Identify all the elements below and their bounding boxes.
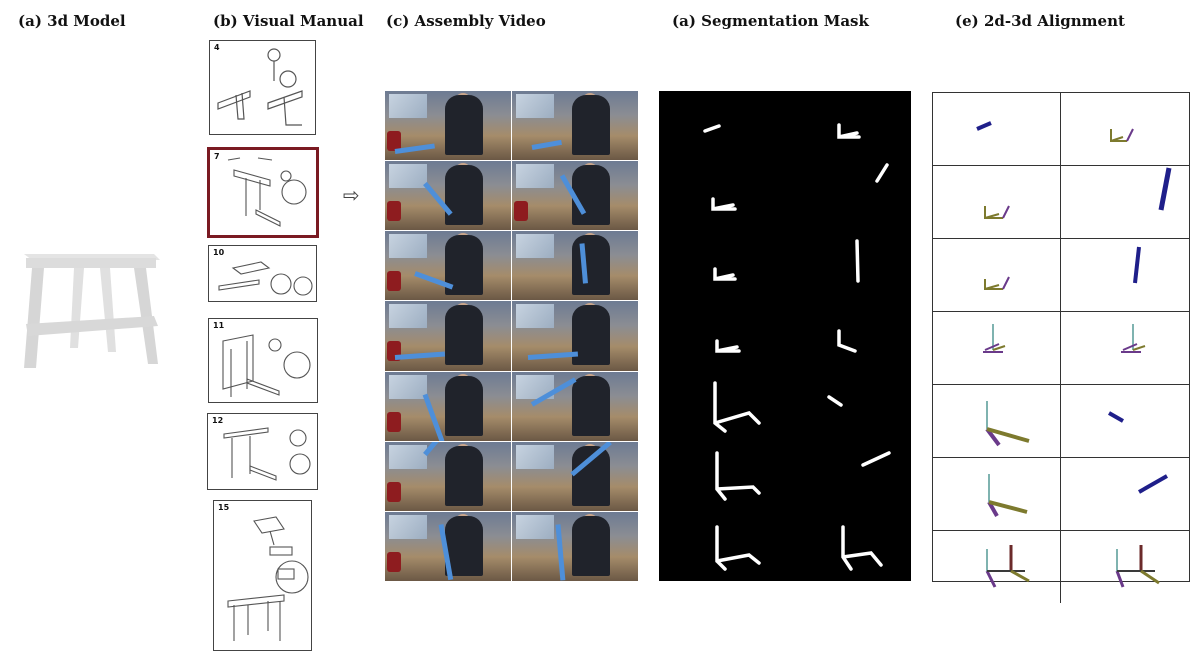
video-frame xyxy=(512,441,638,511)
panel-title-segmentation-mask: (a) Segmentation Mask xyxy=(672,12,869,30)
step-illustration xyxy=(222,334,311,397)
stool-3d-model xyxy=(24,254,160,368)
panel-title-3d-model: (a) 3d Model xyxy=(18,12,126,30)
segmentation-mask-shapes xyxy=(703,123,891,571)
step-number: 12 xyxy=(212,416,224,425)
video-frame xyxy=(385,441,511,511)
step-number: 7 xyxy=(214,152,220,161)
step-illustration xyxy=(227,516,309,641)
alignment-cell xyxy=(933,531,1061,603)
alignment-cell xyxy=(933,166,1061,239)
arrow-right-icon: ⇨ xyxy=(343,183,360,207)
alignment-cell xyxy=(1061,239,1189,312)
step-number: 15 xyxy=(218,503,230,512)
alignment-cell xyxy=(933,458,1061,531)
alignment-cell xyxy=(1061,312,1189,385)
alignment-cell xyxy=(1061,166,1189,239)
video-frame xyxy=(512,161,638,231)
segmentation-mask-panel xyxy=(659,91,911,581)
video-frame xyxy=(385,301,511,371)
video-frame xyxy=(512,91,638,161)
step-number: 4 xyxy=(214,43,220,52)
video-frame xyxy=(385,91,511,161)
manual-step-10: 10 xyxy=(208,245,317,302)
video-frame xyxy=(385,511,511,581)
step-illustration xyxy=(227,157,307,227)
alignment-cell xyxy=(1061,458,1189,531)
alignment-cell xyxy=(1061,385,1189,458)
manual-step-4: 4 xyxy=(209,40,316,135)
alignment-cell xyxy=(1061,531,1189,603)
manual-step-15: 15 xyxy=(213,500,312,651)
manual-step-7: 7 xyxy=(207,147,319,238)
step-number: 11 xyxy=(213,321,225,330)
alignment-grid xyxy=(932,92,1190,603)
panel-title-alignment: (e) 2d-3d Alignment xyxy=(955,12,1125,30)
manual-step-12: 12 xyxy=(207,413,318,490)
video-frame xyxy=(512,511,638,581)
assembly-video-grid xyxy=(385,91,638,581)
video-frame xyxy=(385,161,511,231)
manual-step-11: 11 xyxy=(208,318,318,403)
panel-title-visual-manual: (b) Visual Manual xyxy=(213,12,364,30)
step-number: 10 xyxy=(213,248,225,257)
video-frame xyxy=(385,371,511,441)
alignment-cell xyxy=(933,312,1061,385)
panel-title-assembly-video: (c) Assembly Video xyxy=(386,12,546,30)
step-illustration xyxy=(223,427,311,481)
video-frame xyxy=(385,231,511,301)
video-frame xyxy=(512,301,638,371)
step-illustration xyxy=(217,48,303,126)
video-frame xyxy=(512,231,638,301)
alignment-cell xyxy=(933,239,1061,312)
alignment-cell xyxy=(933,93,1061,166)
video-frame xyxy=(512,371,638,441)
alignment-cell xyxy=(933,385,1061,458)
alignment-cell xyxy=(1061,93,1189,166)
step-illustration xyxy=(218,261,313,296)
